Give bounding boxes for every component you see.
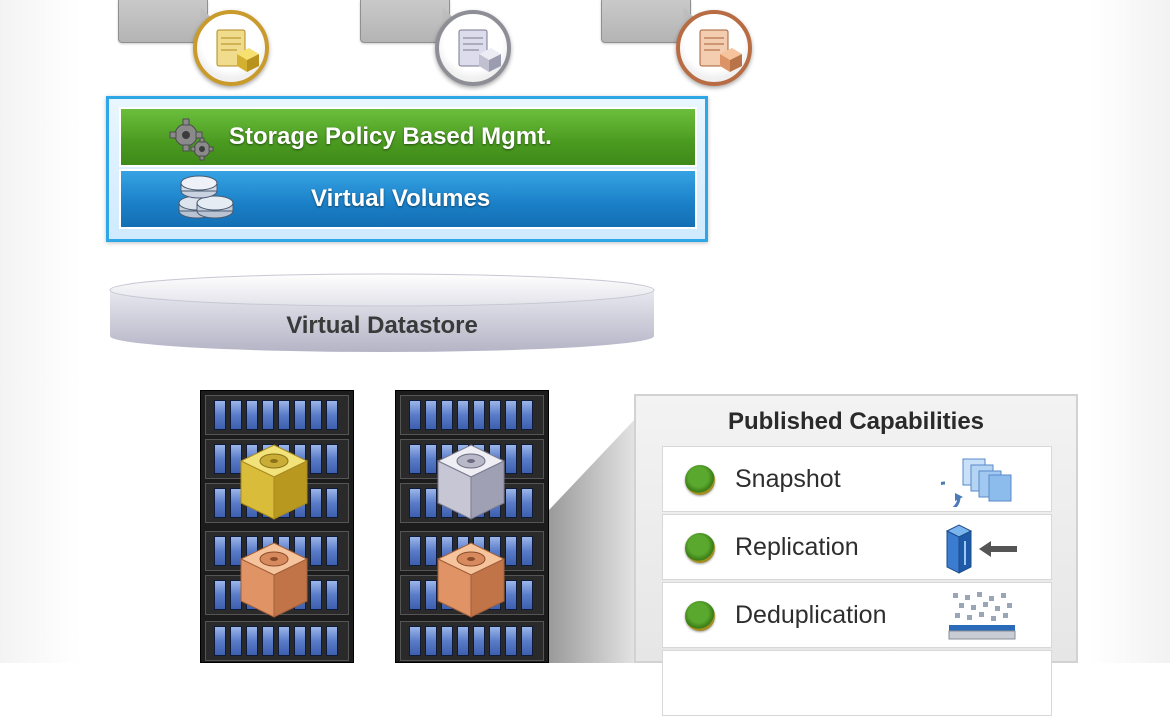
capability-row-partial (662, 650, 1052, 716)
vm-card-gold (118, 0, 211, 43)
capability-row-snapshot: Snapshot (662, 446, 1052, 512)
vvol-bar: Virtual Volumes (119, 169, 697, 229)
datastore-label: Virtual Datastore (286, 312, 478, 339)
deduplication-icon (948, 592, 1016, 640)
virtual-datastore: Virtual Datastore (108, 272, 656, 354)
spbm-label: Storage Policy Based Mgmt. (229, 123, 552, 150)
bronze-policy-icon (676, 10, 752, 86)
capability-status-dot (685, 465, 715, 495)
silver-policy-icon (435, 10, 511, 86)
capability-status-dot (685, 533, 715, 563)
left-margin (0, 0, 82, 663)
spbm-bar: Storage Policy Based Mgmt. (119, 107, 697, 167)
capability-label: Replication (735, 533, 859, 561)
silver-disk-cube-icon (436, 444, 506, 520)
callout-wedge (549, 418, 636, 663)
published-capabilities-panel: Published Capabilities Snapshot Replicat… (634, 394, 1078, 716)
replication-icon (945, 524, 1017, 574)
datastore-disk-shape (109, 273, 655, 352)
capability-row-deduplication: Deduplication (662, 582, 1052, 648)
snapshot-icon (941, 458, 1012, 507)
capability-label: Snapshot (735, 465, 841, 493)
gear-icon (169, 117, 215, 168)
vvol-label: Virtual Volumes (311, 185, 491, 212)
storage-rack-2 (395, 390, 549, 663)
bronze-disk-cube-icon (239, 542, 309, 618)
right-margin (1090, 0, 1170, 663)
capability-label: Deduplication (735, 601, 887, 629)
spbm-vvol-stack: Storage Policy Based Mgmt. Virtual Volum… (106, 96, 708, 242)
capabilities-title: Published Capabilities (727, 408, 985, 435)
vm-card-bronze (601, 0, 694, 43)
gold-policy-icon (193, 10, 269, 86)
capability-row-replication: Replication (662, 514, 1052, 580)
database-icon (175, 175, 241, 232)
vm-card-silver (360, 0, 453, 43)
storage-rack-1 (200, 390, 354, 663)
bronze-disk-cube-icon-2 (436, 542, 506, 618)
gold-disk-cube-icon (239, 444, 309, 520)
capability-status-dot (685, 601, 715, 631)
